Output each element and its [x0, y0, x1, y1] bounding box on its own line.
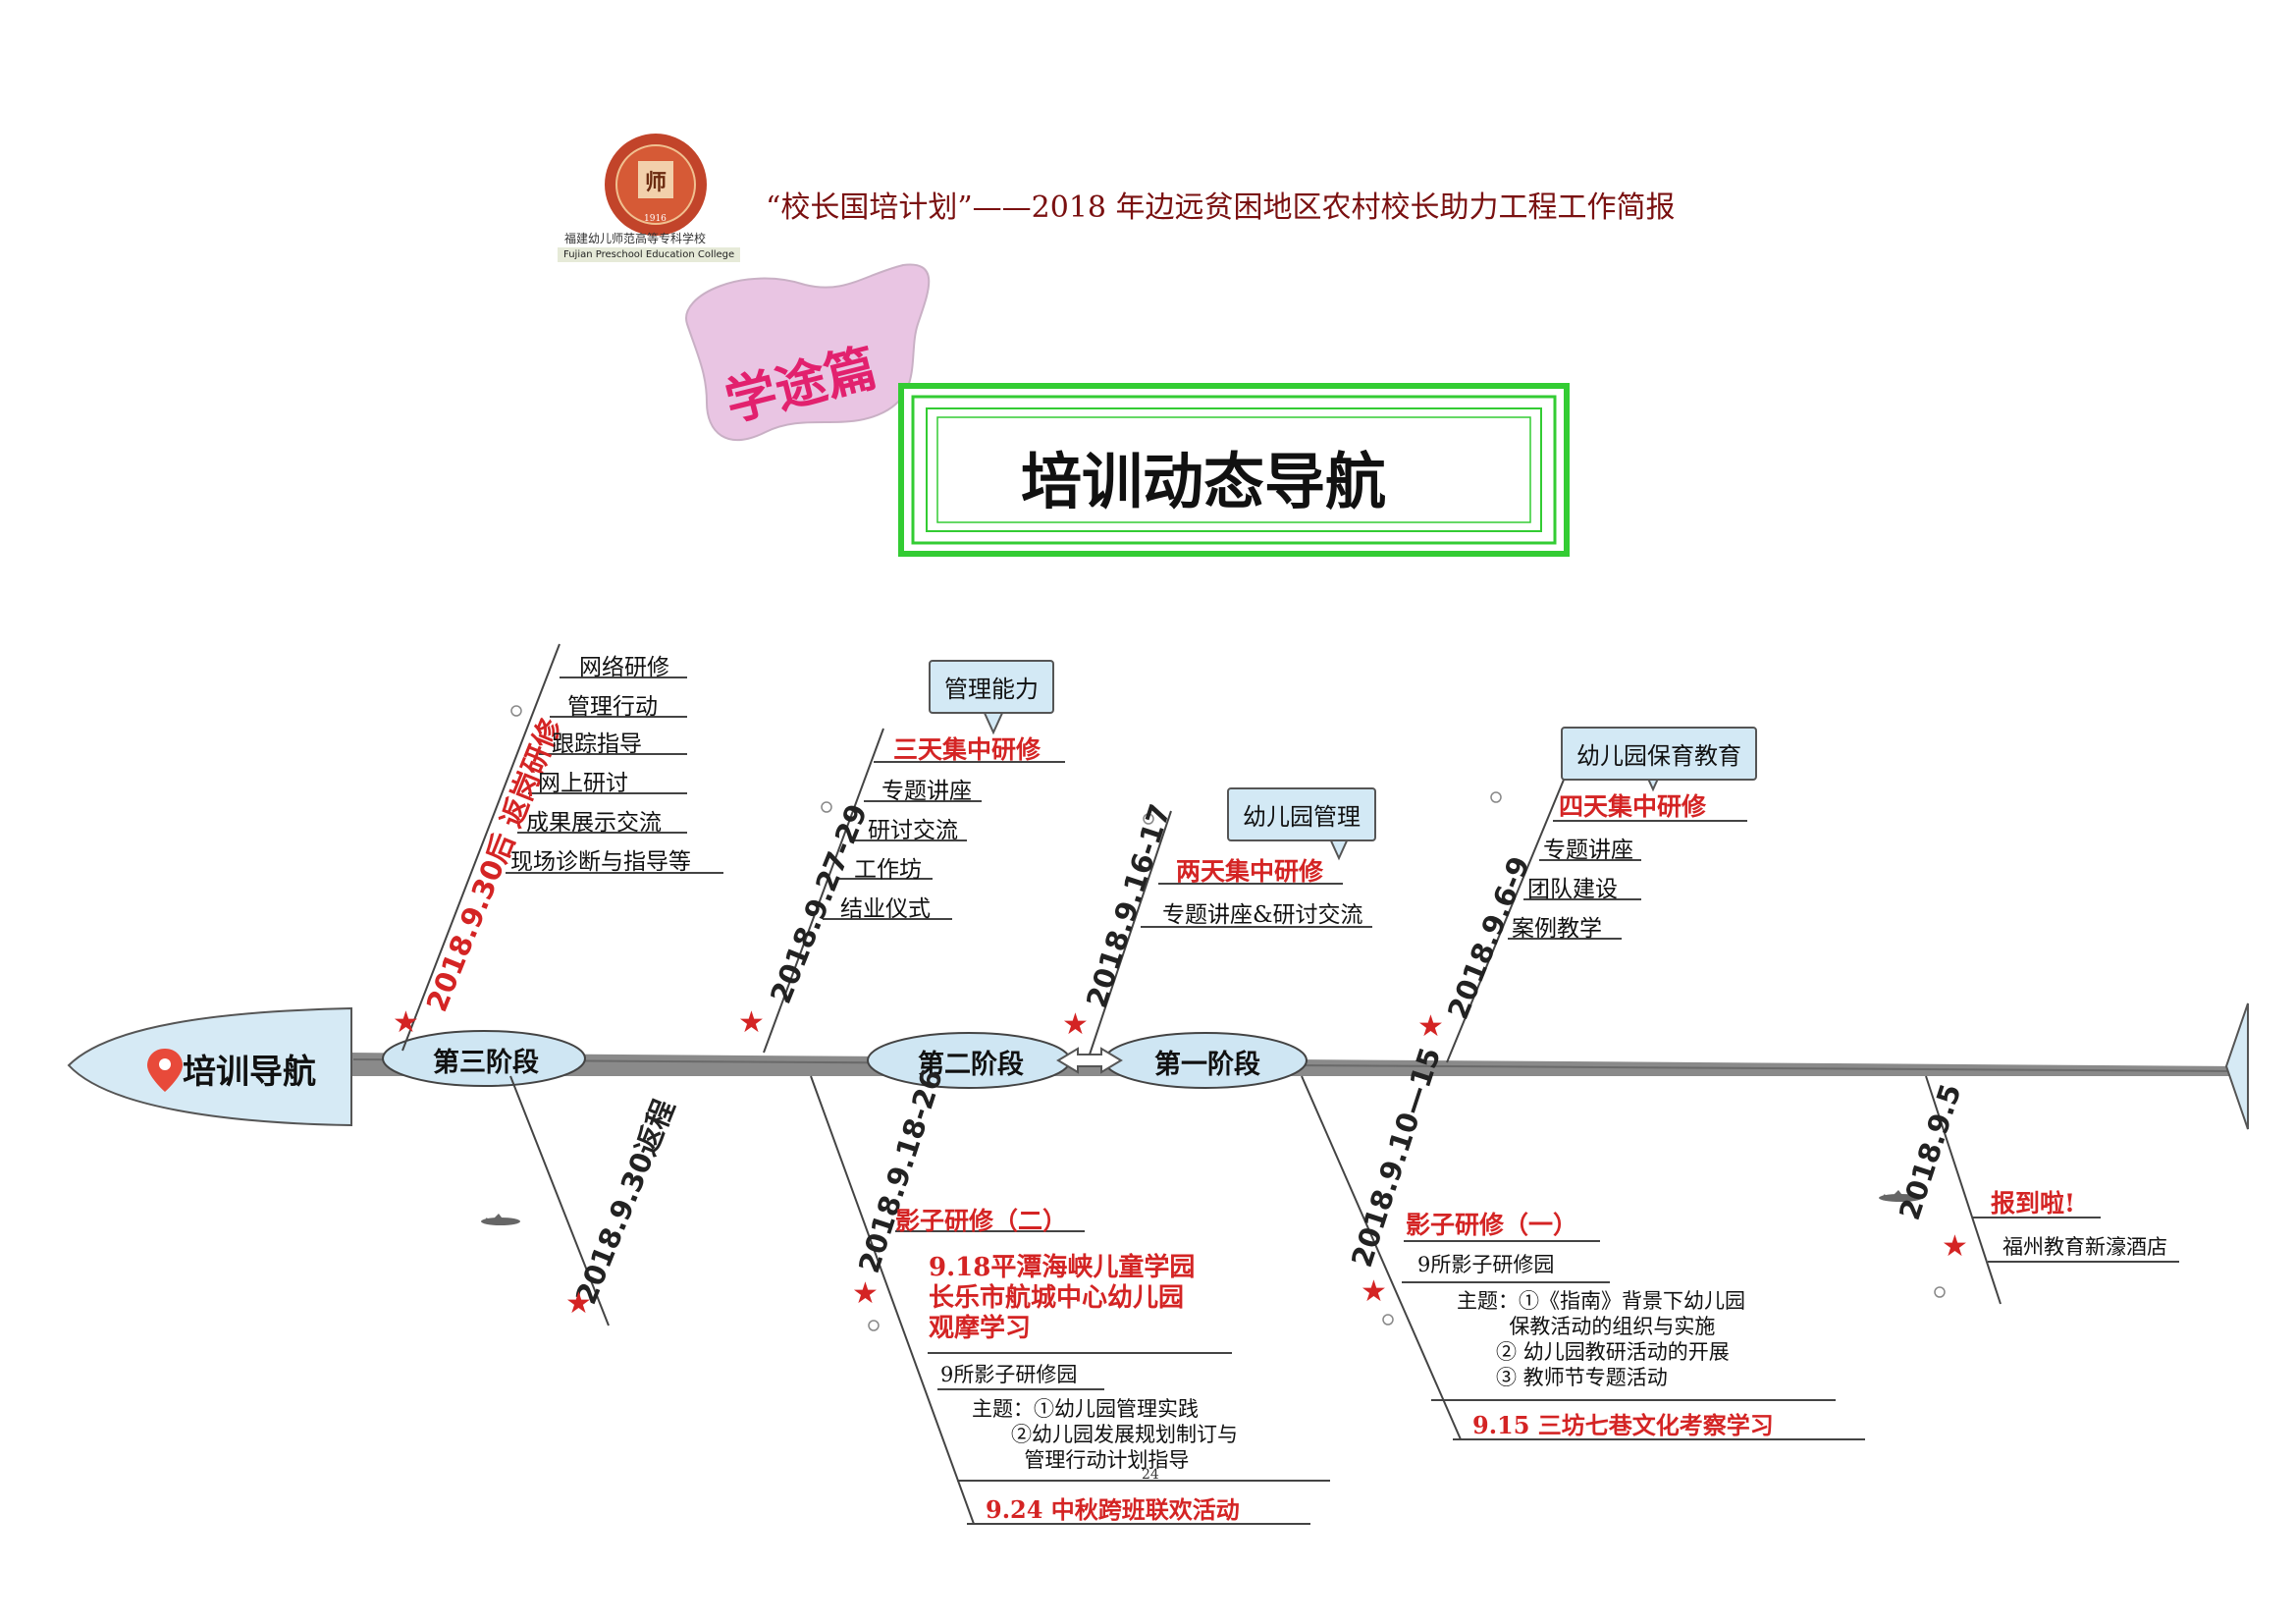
- item-lecture-2: 专题讲座: [1543, 838, 1633, 863]
- college-logo: 师: [605, 134, 707, 236]
- fish-head: [67, 1006, 352, 1127]
- star-icon: ★: [1942, 1229, 1968, 1264]
- airplane-icon: [481, 1214, 520, 1225]
- college-name-en: Fujian Preschool Education College: [558, 247, 741, 262]
- item-workshop: 工作坊: [854, 857, 922, 883]
- head-label: 培训导航: [183, 1053, 316, 1092]
- star-icon: ★: [1361, 1274, 1387, 1309]
- item-management-action: 管理行动: [567, 694, 658, 720]
- item-follow-guidance: 跟踪指导: [552, 731, 642, 757]
- headline-shadow-two: 影子研修（二）: [895, 1207, 1068, 1235]
- star-icon: ★: [852, 1276, 879, 1311]
- stage-first-label: 第一阶段: [1154, 1050, 1260, 1080]
- theme-list-one: 主题：①《指南》背景下幼儿园 保教活动的组织与实施 ② 幼儿园教研活动的开展 ③…: [1457, 1289, 1745, 1389]
- item-lecture-discussion: 专题讲座&研讨交流: [1162, 902, 1363, 928]
- callout-care-education: 幼儿园保育教育: [1561, 727, 1757, 781]
- upper-bones: [401, 643, 1747, 1063]
- headline-check-in: 报到啦!: [1991, 1189, 2075, 1218]
- item-graduation: 结业仪式: [840, 896, 931, 922]
- shadow-schools-two: 9所影子研修园: [940, 1363, 1078, 1386]
- double-arrow-icon: [1056, 1047, 1123, 1074]
- star-icon: ★: [565, 1286, 592, 1321]
- item-discussion: 研讨交流: [868, 818, 958, 843]
- location-pin-icon: [147, 1049, 183, 1092]
- star-icon: ★: [393, 1005, 419, 1040]
- item-lecture: 专题讲座: [881, 779, 972, 804]
- star-icon: ★: [1417, 1009, 1444, 1044]
- hotel-name: 福州教育新濠酒店: [2002, 1235, 2167, 1259]
- headline-three-day: 三天集中研修: [893, 735, 1041, 764]
- collapse-markers: [510, 705, 1946, 1331]
- logo-year: 1916: [644, 214, 667, 224]
- event-mid-autumn: 9.24 中秋跨班联欢活动: [986, 1495, 1240, 1524]
- page-number: 24: [1142, 1467, 1159, 1483]
- item-results-exchange: 成果展示交流: [526, 810, 662, 836]
- title-frame: [898, 383, 1570, 557]
- shadow-schools-one: 9所影子研修园: [1417, 1253, 1555, 1276]
- stage-second-label: 第二阶段: [918, 1050, 1024, 1080]
- item-online-study: 网络研修: [579, 655, 669, 680]
- stage-third-label: 第三阶段: [433, 1048, 539, 1078]
- badge-shape: [685, 263, 931, 442]
- headline-two-day: 两天集中研修: [1176, 857, 1324, 886]
- callout-management-ability: 管理能力: [929, 660, 1054, 714]
- main-title: 培训动态导航: [1021, 446, 1387, 517]
- item-team-building: 团队建设: [1527, 877, 1618, 902]
- star-icon: ★: [738, 1005, 765, 1040]
- star-icon: ★: [1062, 1007, 1089, 1042]
- svg-text:师: 师: [645, 170, 667, 195]
- lower-bones: [509, 1075, 2179, 1525]
- callout-kindergarten-management: 幼儿园管理: [1227, 787, 1376, 841]
- event-sanfang-qixiang: 9.15 三坊七巷文化考察学习: [1472, 1411, 1774, 1439]
- fish-tail: [2224, 1002, 2249, 1130]
- item-online-discussion: 网上研讨: [538, 771, 628, 796]
- headline-four-day: 四天集中研修: [1559, 792, 1707, 821]
- item-onsite-diagnosis: 现场诊断与指导等: [510, 849, 691, 875]
- stage-oval-third: [382, 1030, 586, 1087]
- visit-pingtan-changle: 9.18平潭海峡儿童学园 长乐市航城中心幼儿园 观摩学习: [929, 1253, 1196, 1343]
- report-header-title: “校长国培计划”——2018 年边远贫困地区农村校长助力工程工作简报: [766, 190, 1676, 225]
- headline-shadow-one: 影子研修（一）: [1406, 1211, 1578, 1239]
- theme-list-two: 主题：①幼儿园管理实践 ②幼儿园发展规划制订与 管理行动计划指导: [972, 1397, 1239, 1472]
- airplane-icon: [1879, 1190, 1922, 1202]
- college-name-cn: 福建幼儿师范高等专科学校: [564, 232, 707, 245]
- item-case-teaching: 案例教学: [1512, 916, 1602, 942]
